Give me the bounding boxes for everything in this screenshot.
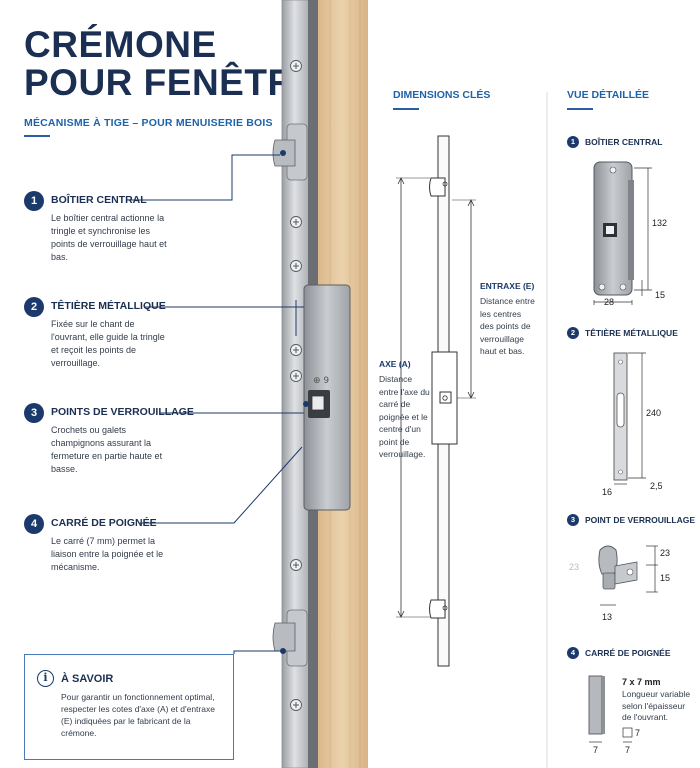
axe-text: Distance entre l'axe du carré de poignée… xyxy=(379,374,430,459)
dimensions-heading: DIMENSIONS CLÉS xyxy=(393,89,491,101)
locking-point-height-top: 23 xyxy=(660,548,671,558)
detail-title: BOÎTIER CENTRAL xyxy=(585,137,663,147)
detail-locking-point-drawing xyxy=(598,545,658,606)
locking-point-width: 13 xyxy=(602,612,613,622)
faceplate-width: 16 xyxy=(602,487,613,497)
gearbox-height: 132 xyxy=(652,218,668,228)
callout-text: Le boîtier central actionne la tringle e… xyxy=(51,213,167,262)
info-title: À SAVOIR xyxy=(61,673,114,685)
callout-number: 3 xyxy=(24,403,44,423)
axe-label: AXE (A) xyxy=(379,359,411,369)
dimensions-underline xyxy=(393,108,419,110)
entraxe-label: ENTRAXE (E) xyxy=(480,281,535,291)
bottom-locking-cam xyxy=(272,609,308,667)
faceplate-length: 240 xyxy=(646,408,662,418)
svg-text:⊕ 9: ⊕ 9 xyxy=(313,376,329,386)
callout-title: CARRÉ DE POIGNÉE xyxy=(51,517,157,529)
entraxe-text: Distance entre les centres des points de… xyxy=(480,296,535,356)
callout-title: TÊTIÈRE MÉTALLIQUE xyxy=(51,300,166,312)
dimensions-drawing xyxy=(396,135,476,667)
detail-faceplate-drawing xyxy=(613,352,646,485)
callout-text: Fixée sur le chant de l'ouvrant, elle gu… xyxy=(51,319,165,368)
title-line-2: POUR FENÊTRE xyxy=(24,62,320,103)
callout-title: BOÎTIER CENTRAL xyxy=(51,194,147,206)
info-box: i À SAVOIR Pour garantir un fonctionneme… xyxy=(24,654,234,760)
detail-number: 2 xyxy=(567,327,579,339)
gearbox-depth: 15 xyxy=(655,290,666,300)
spindle-width: 7 xyxy=(593,745,599,755)
detail-title: TÊTIÈRE MÉTALLIQUE xyxy=(585,328,678,338)
detail-title: POINT DE VERROUILLAGE xyxy=(585,515,696,525)
top-locking-cam xyxy=(272,123,308,181)
callout-leaders xyxy=(130,154,304,654)
locking-point-faded-dimension: 23 xyxy=(569,562,580,572)
subtitle-underline xyxy=(24,135,50,137)
spindle-size: 7 x 7 mm xyxy=(622,677,661,687)
page-subtitle: MÉCANISME À TIGE – POUR MENUISERIE BOIS xyxy=(24,117,273,129)
spindle-section-height: 7 xyxy=(635,728,641,738)
callout-number: 2 xyxy=(24,297,44,317)
callout-title: POINTS DE VERROUILLAGE xyxy=(51,406,194,418)
locking-point-height-bottom: 15 xyxy=(660,573,671,583)
detail-underline xyxy=(567,108,593,110)
callout-number: 4 xyxy=(24,514,44,534)
info-icon: i xyxy=(37,670,54,687)
title-line-1: CRÉMONE xyxy=(24,24,217,65)
detail-number: 4 xyxy=(567,647,579,659)
detail-title: CARRÉ DE POIGNÉE xyxy=(585,648,671,658)
detail-number: 3 xyxy=(567,514,579,526)
callout-number: 1 xyxy=(24,191,44,211)
info-text: Pour garantir un fonctionnement optimal,… xyxy=(61,692,215,738)
detail-gearbox-drawing xyxy=(593,161,652,305)
spindle-size-text: Longueur variable selon l'épaisseur de l… xyxy=(622,689,691,722)
callout-text: Crochets ou galets champignons assurant … xyxy=(51,425,163,474)
gearbox-width: 28 xyxy=(604,297,615,307)
page-title: CRÉMONE POUR FENÊTRE xyxy=(24,26,320,102)
callout-text: Le carré (7 mm) permet la liaison entre … xyxy=(51,536,164,572)
detail-number: 1 xyxy=(567,136,579,148)
spindle-section-width: 7 xyxy=(625,745,631,755)
detail-spindle-drawing xyxy=(588,675,633,743)
detail-heading: VUE DÉTAILLÉE xyxy=(567,89,650,101)
faceplate-thickness: 2,5 xyxy=(650,481,663,491)
central-gearbox: ⊕ 9 xyxy=(303,284,351,511)
